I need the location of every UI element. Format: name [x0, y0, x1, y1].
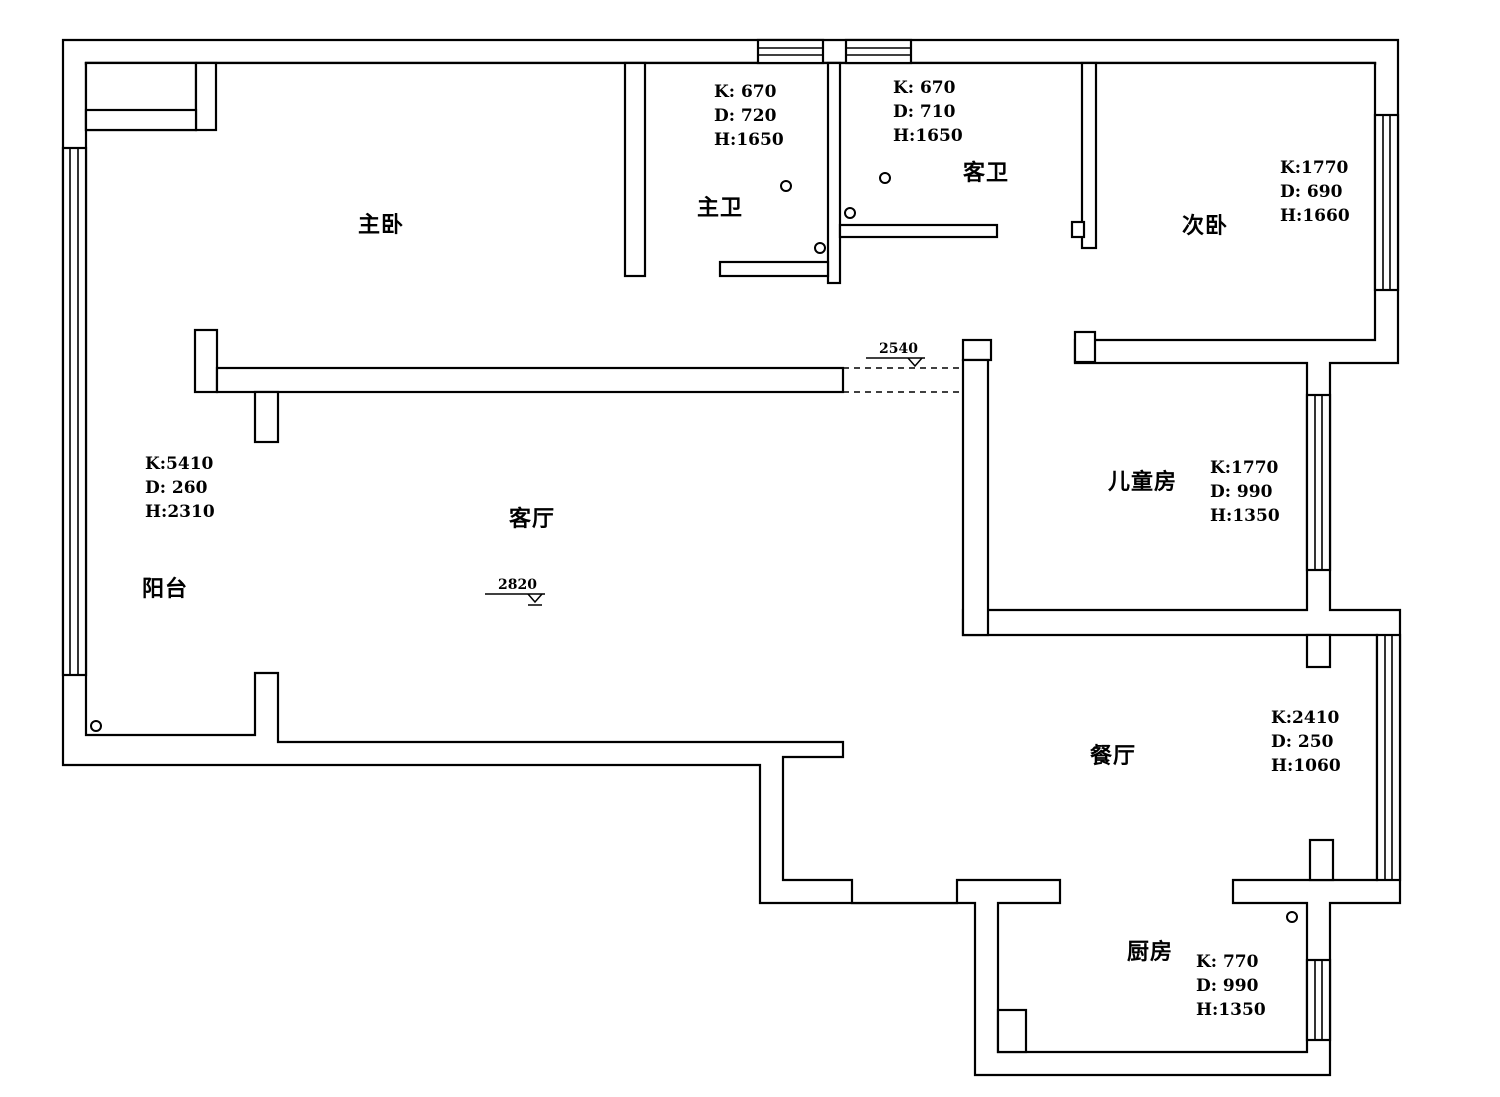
room-label-guest-bath: 客卫: [963, 160, 1010, 186]
dim-k: K: 670: [714, 82, 777, 102]
room-label-balcony: 阳台: [142, 576, 189, 602]
dim-h: H:1060: [1271, 756, 1341, 776]
dim-d: D: 990: [1210, 482, 1273, 502]
dim-h: H:2310: [145, 502, 215, 522]
dim-h: H:1660: [1280, 206, 1350, 226]
dim-k: K:2410: [1271, 708, 1340, 728]
dim-h: H:1350: [1210, 506, 1280, 526]
dim-h: H:1650: [714, 130, 784, 150]
dim-h: H:1350: [1196, 1000, 1266, 1020]
dim-d: D: 690: [1280, 182, 1343, 202]
room-label-children-room: 儿童房: [1108, 469, 1178, 495]
dim-d: D: 720: [714, 106, 777, 126]
room-label-second-bedroom: 次卧: [1182, 213, 1229, 239]
room-label-living-room: 客厅: [509, 506, 556, 532]
dim-d: D: 990: [1196, 976, 1259, 996]
opening-dashed: [843, 367, 963, 393]
room-label-master-bath: 主卫: [697, 195, 744, 221]
room-label-master-bedroom: 主卧: [358, 212, 405, 238]
dim-k: K: 670: [893, 78, 956, 98]
dim-h: H:1650: [893, 126, 963, 146]
dim-d: D: 250: [1271, 732, 1334, 752]
dim-k: K:5410: [145, 454, 214, 474]
dim-d: D: 260: [145, 478, 208, 498]
windows: [61, 38, 1402, 1042]
dim-k: K:1770: [1280, 158, 1349, 178]
level-markers: [485, 357, 925, 606]
interior-walls: [84, 61, 1379, 1054]
dim-d: D: 710: [893, 102, 956, 122]
corridor-level: 2540: [879, 341, 918, 357]
room-label-dining-room: 餐厅: [1090, 743, 1137, 769]
floor-drains: [90, 172, 1298, 923]
room-label-kitchen: 厨房: [1127, 939, 1174, 965]
dim-k: K:1770: [1210, 458, 1279, 478]
living-level: 2820: [498, 577, 537, 593]
dim-k: K: 770: [1196, 952, 1259, 972]
